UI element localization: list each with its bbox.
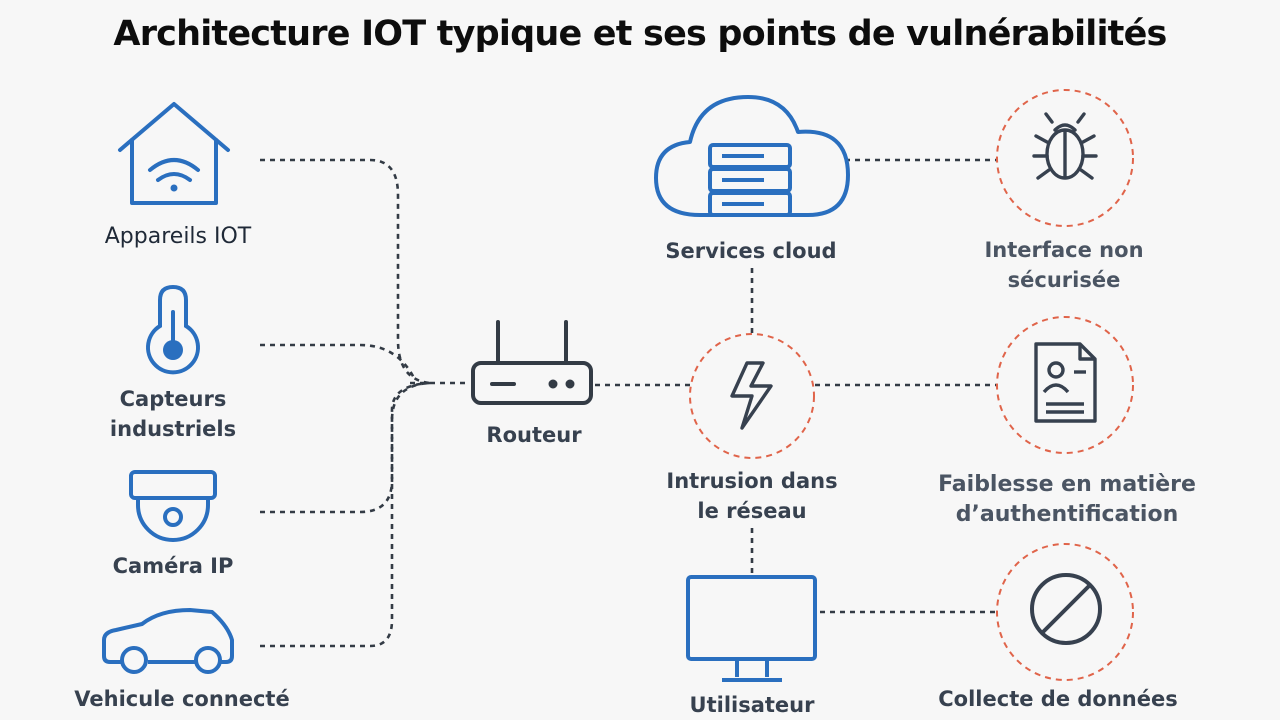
label-capteurs-line1: Capteurs — [119, 387, 227, 411]
label-intrusion-line2: le réseau — [697, 499, 807, 523]
router-icon — [471, 320, 593, 405]
connectors — [260, 158, 998, 648]
ip-camera-icon — [129, 470, 217, 542]
ring-auth — [996, 316, 1134, 454]
ring-intrusion — [689, 333, 815, 459]
prohibited-icon — [1030, 573, 1102, 645]
thermometer-icon — [146, 284, 200, 375]
ring-data — [996, 543, 1134, 681]
label-intrusion-line1: Intrusion dans — [666, 469, 838, 493]
label-utilisateur: Utilisateur — [689, 693, 815, 717]
connector-sensors-router — [260, 343, 417, 381]
label-capteurs-line2: industriels — [109, 417, 237, 441]
house-wifi-icon — [118, 102, 230, 205]
label-services-cloud: Services cloud — [665, 239, 837, 263]
cloud-server-icon — [654, 95, 850, 217]
connector-camera-router — [260, 381, 431, 514]
ring-interface — [996, 89, 1134, 227]
connector-vehicle-router — [260, 381, 431, 648]
label-camera-ip: Caméra IP — [112, 554, 234, 578]
label-routeur: Routeur — [486, 423, 582, 447]
car-icon — [102, 608, 234, 674]
diagram-title: Architecture IOT typique et ses points d… — [113, 14, 1167, 54]
bug-icon — [1032, 112, 1098, 180]
label-capteurs-industriels: Capteurs industriels — [110, 384, 236, 444]
connector-iot-router — [260, 158, 431, 385]
label-interface-line1: Interface non — [984, 238, 1144, 262]
label-appareils-iot: Appareils IOT — [104, 224, 252, 249]
label-faiblesse-authentification: Faiblesse en matière d’authentification — [938, 470, 1196, 530]
label-interface-non-securisee: Interface non sécurisée — [984, 235, 1143, 295]
threat-rings — [689, 89, 1134, 681]
label-interface-line2: sécurisée — [1007, 268, 1121, 292]
label-intrusion: Intrusion dans le réseau — [666, 466, 837, 526]
label-auth-line1: Faiblesse en matière — [938, 472, 1196, 497]
label-auth-line2: d’authentification — [955, 502, 1179, 527]
monitor-icon — [686, 575, 817, 682]
label-vehicule-connecte: Vehicule connecté — [74, 687, 290, 711]
id-document-icon — [1034, 342, 1097, 423]
lightning-icon — [730, 361, 773, 430]
label-collecte-donnees: Collecte de données — [938, 687, 1178, 711]
